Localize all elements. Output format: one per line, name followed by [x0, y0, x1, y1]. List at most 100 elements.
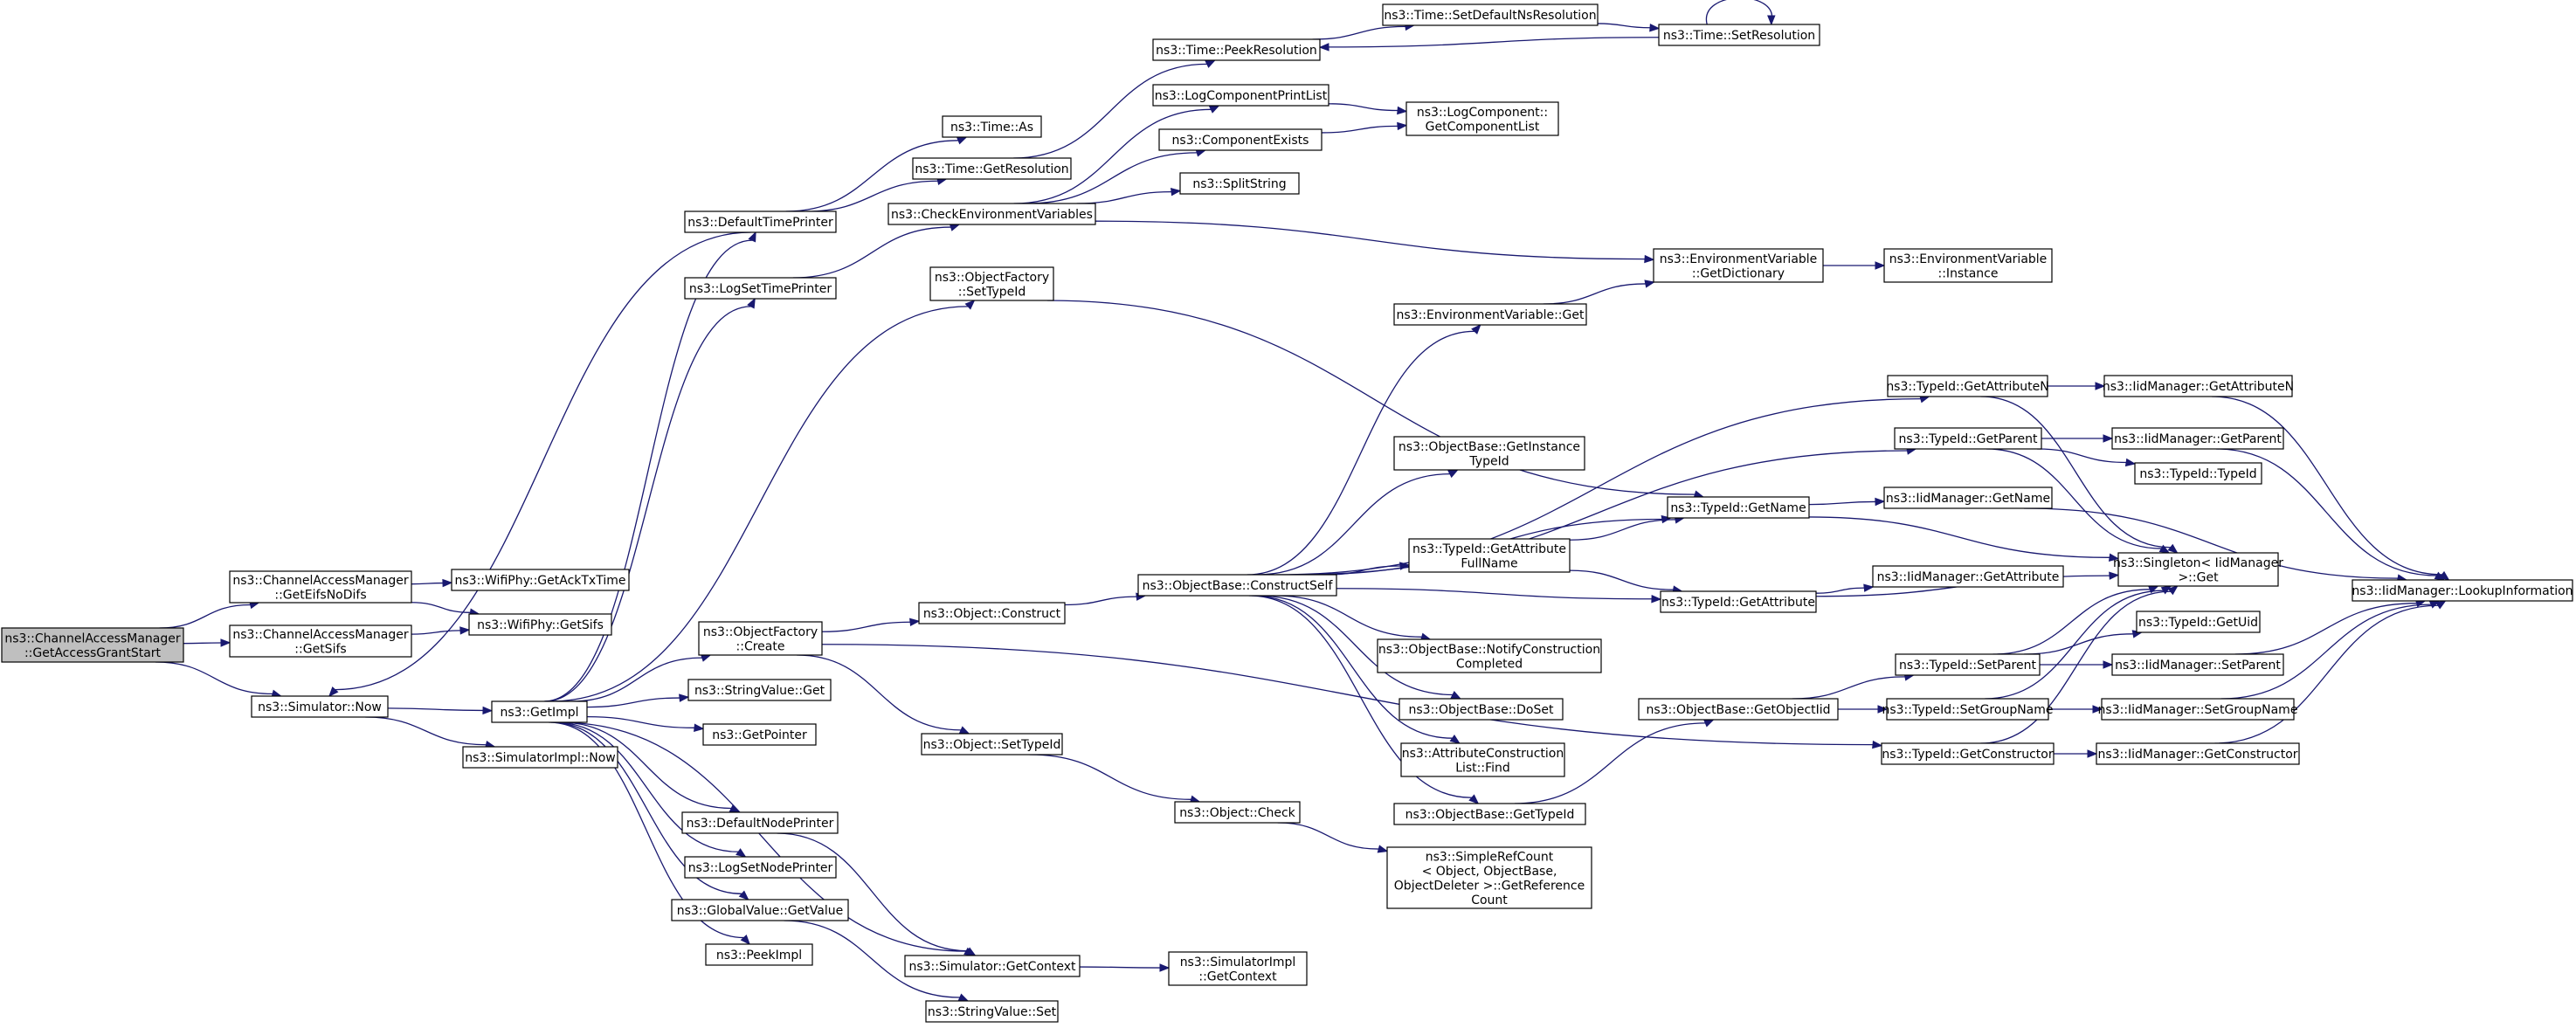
node-label: ns3::IidManager::GetName: [1886, 492, 2050, 506]
node-label: ns3::SimpleRefCount: [1426, 850, 1554, 864]
function-node-peekRes[interactable]: ns3::Time::PeekResolution: [1152, 38, 1321, 61]
function-node-ofSetTypeId[interactable]: ns3::ObjectFactory::SetTypeId: [929, 266, 1054, 301]
function-node-iidGetName[interactable]: ns3::IidManager::GetName: [1883, 486, 2053, 509]
node-label: ns3::TypeId::GetAttribute: [1661, 596, 1815, 610]
node-box: [468, 613, 612, 636]
function-node-setDefaultNsRes[interactable]: ns3::Time::SetDefaultNsResolution: [1382, 3, 1599, 26]
function-node-tidGetUid[interactable]: ns3::TypeId::GetUid: [2136, 611, 2261, 633]
call-edge-getImpl-to-logSetNodePrinter: [554, 721, 747, 858]
node-box: [671, 899, 849, 921]
function-node-obConstructSelf[interactable]: ns3::ObjectBase::ConstructSelf: [1137, 574, 1337, 597]
function-node-sifsCam[interactable]: ns3::ChannelAccessManager::GetSifs: [229, 624, 412, 658]
node-box: [1408, 538, 1571, 573]
node-label: ns3::ObjectBase::DoSet: [1409, 703, 1554, 717]
function-node-ackTx[interactable]: ns3::WifiPhy::GetAckTxTime: [451, 569, 630, 591]
call-edge-obConstructSelf-to-envGet: [1247, 324, 1481, 576]
function-node-logCompGetList[interactable]: ns3::LogComponent::GetComponentList: [1405, 101, 1559, 136]
node-label: ns3::Time::SetResolution: [1663, 29, 1815, 43]
function-node-tidTypeId[interactable]: ns3::TypeId::TypeId: [2134, 462, 2262, 485]
function-node-logCompPrintList[interactable]: ns3::LogComponentPrintList: [1152, 84, 1329, 107]
function-node-tidSetParent[interactable]: ns3::TypeId::SetParent: [1895, 653, 2041, 676]
node-box: [1168, 951, 1308, 986]
function-node-getImpl[interactable]: ns3::GetImpl: [491, 700, 588, 723]
function-node-tidGetAttr[interactable]: ns3::TypeId::GetAttribute: [1660, 590, 1817, 613]
function-node-getPointer[interactable]: ns3::GetPointer: [702, 723, 817, 746]
function-node-tidGetParent[interactable]: ns3::TypeId::GetParent: [1894, 427, 2042, 450]
node-label: GetComponentList: [1426, 120, 1540, 134]
function-node-obGetObjectIid[interactable]: ns3::ObjectBase::GetObjectIid: [1638, 698, 1839, 721]
function-node-ofCreate[interactable]: ns3::ObjectFactory::Create: [698, 621, 823, 656]
function-node-iidGetAttrN[interactable]: ns3::IidManager::GetAttributeN: [2103, 375, 2294, 397]
function-node-simNow[interactable]: ns3::Simulator::Now: [251, 695, 389, 718]
node-label: ns3::SplitString: [1192, 177, 1286, 191]
node-label: ns3::Time::GetResolution: [915, 162, 1068, 176]
function-node-objConstruct[interactable]: ns3::Object::Construct: [918, 602, 1066, 624]
function-node-splitString[interactable]: ns3::SplitString: [1179, 172, 1300, 195]
call-edge-obConstructSelf-to-tidGetAttrN: [1275, 395, 1930, 576]
node-label: FullName: [1461, 556, 1517, 570]
function-node-tidSetGroupName[interactable]: ns3::TypeId::SetGroupName: [1882, 698, 2054, 721]
function-node-iidGetConstructor[interactable]: ns3::IidManager::GetConstructor: [2096, 742, 2300, 765]
function-node-obNotify[interactable]: ns3::ObjectBase::NotifyConstructionCompl…: [1377, 638, 1602, 673]
function-node-iidSetGroupName[interactable]: ns3::IidManager::SetGroupName: [2098, 698, 2298, 721]
node-box: [1152, 84, 1329, 107]
function-node-setRes[interactable]: ns3::Time::SetResolution: [1658, 24, 1820, 46]
function-node-checkEnv[interactable]: ns3::CheckEnvironmentVariables: [887, 203, 1096, 225]
function-node-logSetTimePrinter[interactable]: ns3::LogSetTimePrinter: [684, 277, 837, 300]
function-node-simImplGetContext[interactable]: ns3::SimulatorImpl::GetContext: [1168, 951, 1308, 986]
node-label: ns3::Time::SetDefaultNsResolution: [1384, 9, 1596, 23]
function-node-timeGetRes[interactable]: ns3::Time::GetResolution: [912, 157, 1072, 180]
function-node-envGetDict[interactable]: ns3::EnvironmentVariable::GetDictionary: [1653, 248, 1824, 283]
function-node-gvGetValue[interactable]: ns3::GlobalValue::GetValue: [671, 899, 849, 921]
node-label: ns3::ComponentExists: [1172, 134, 1309, 148]
function-node-eifs[interactable]: ns3::ChannelAccessManager::GetEifsNoDifs: [229, 570, 412, 604]
function-node-envGet[interactable]: ns3::EnvironmentVariable::Get: [1393, 303, 1587, 326]
node-label: ns3::ObjectBase::GetObjectIid: [1646, 703, 1830, 717]
function-node-singletonGet[interactable]: ns3::Singleton< IidManager>::Get: [2113, 552, 2283, 587]
call-edge-tidGetConstructor-to-singletonGet: [1980, 585, 2179, 744]
node-box: [1886, 698, 2049, 721]
function-node-envInstance[interactable]: ns3::EnvironmentVariable::Instance: [1883, 248, 2053, 283]
function-node-simGetContext[interactable]: ns3::Simulator::GetContext: [904, 955, 1081, 977]
function-node-obDoSet[interactable]: ns3::ObjectBase::DoSet: [1398, 698, 1564, 721]
function-node-simImplNow[interactable]: ns3::SimulatorImpl::Now: [462, 746, 618, 769]
node-label: ns3::EnvironmentVariable: [1660, 252, 1818, 266]
function-node-obGetTypeId[interactable]: ns3::ObjectBase::GetTypeId: [1393, 803, 1586, 825]
call-edge-tidSetGroupName-to-iidSetGroupName: [2048, 705, 2103, 714]
function-node-iidSetParent[interactable]: ns3::IidManager::SetParent: [2111, 653, 2284, 676]
node-label: ns3::WifiPhy::GetSifs: [477, 618, 604, 632]
function-node-tidGetName[interactable]: ns3::TypeId::GetName: [1667, 496, 1810, 519]
function-node-iidGetParent[interactable]: ns3::IidManager::GetParent: [2111, 427, 2284, 450]
call-edge-getImpl-to-svGet: [586, 693, 690, 708]
call-edge-setRes-to-peekRes: [1318, 37, 1660, 52]
node-box: [687, 679, 832, 701]
node-box: [705, 943, 813, 966]
node-label: ns3::ObjectFactory: [703, 625, 818, 639]
function-node-defTimePrinter[interactable]: ns3::DefaultTimePrinter: [684, 210, 837, 233]
function-node-iidGetAttr[interactable]: ns3::IidManager::GetAttribute: [1872, 565, 2064, 588]
node-box: [1660, 590, 1817, 613]
function-node-objSetTypeId[interactable]: ns3::Object::SetTypeId: [921, 733, 1063, 755]
function-node-tidGetAttrN[interactable]: ns3::TypeId::GetAttributeN: [1886, 375, 2049, 397]
function-node-tidGetConstructor[interactable]: ns3::TypeId::GetConstructor: [1881, 742, 2055, 765]
function-node-compExists[interactable]: ns3::ComponentExists: [1158, 128, 1323, 151]
call-edge-ofCreate-to-objConstruct: [821, 617, 921, 632]
function-node-srcGetRef[interactable]: ns3::SimpleRefCount< Object, ObjectBase,…: [1386, 846, 1592, 909]
function-node-svSet[interactable]: ns3::StringValue::Set: [925, 1000, 1059, 1023]
node-label: ns3::GetImpl: [500, 706, 578, 720]
function-node-objCheck[interactable]: ns3::Object::Check: [1174, 801, 1301, 824]
node-box: [229, 570, 412, 604]
function-node-defNodePrinter[interactable]: ns3::DefaultNodePrinter: [681, 811, 839, 834]
node-label: ::GetAccessGrantStart: [24, 646, 162, 660]
function-node-phySifs[interactable]: ns3::WifiPhy::GetSifs: [468, 613, 612, 636]
function-node-iidLookup[interactable]: ns3::IidManager::LookupInformation: [2352, 579, 2573, 602]
function-node-logSetNodePrinter[interactable]: ns3::LogSetNodePrinter: [684, 856, 837, 879]
function-node-timeAs[interactable]: ns3::Time::As: [942, 115, 1042, 138]
node-box: [921, 733, 1063, 755]
root-function-node[interactable]: ns3::ChannelAccessManager::GetAccessGran…: [1, 627, 184, 663]
function-node-peekImpl[interactable]: ns3::PeekImpl: [705, 943, 813, 966]
function-node-svGet[interactable]: ns3::StringValue::Get: [687, 679, 832, 701]
